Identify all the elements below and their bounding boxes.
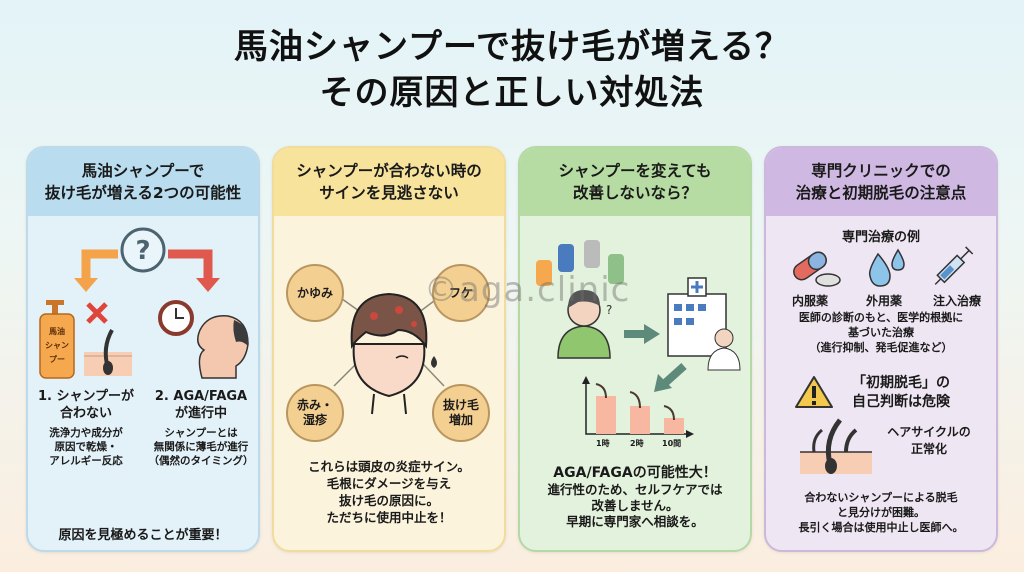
sign-dandruff: フケ (432, 264, 490, 322)
pill-icon (793, 251, 841, 287)
footer-line: 長引く場合は使用中止し医師へ。 (798, 521, 964, 534)
card-clinic-treatment: 専門クリニックでの治療と初期脱毛の注意点 専門治療の例 内服薬 外用薬 注入治療… (764, 146, 998, 552)
title-line-2: その原因と正しい対処法 (319, 73, 705, 113)
desc-line: 基づいた治療 (848, 326, 914, 339)
svg-text:?: ? (606, 303, 612, 317)
treatment-subheading: 専門治療の例 (841, 230, 920, 245)
heading-line-2: 改善しないなら？ (572, 184, 697, 202)
sign-itching: かゆみ (286, 264, 344, 322)
irritated-scalp-face-icon (323, 285, 455, 415)
doctor-icon (714, 328, 734, 348)
footer-line: 合わないシャンプーによる脱毛 (804, 491, 958, 504)
syringe-icon (934, 246, 974, 285)
possibility-1: 1. シャンプーが 合わない 洗浄力や成分が 原因で乾燥・ アレルギー反応 (30, 388, 142, 468)
heading-line-1: 専門クリニックでの (811, 162, 951, 180)
hair-cycle-line: 正常化 (910, 442, 947, 456)
hair-follicle-icon (800, 418, 872, 474)
card-no-improvement: シャンプーを変えても改善しないなら？ ? (518, 146, 752, 552)
possibility-1-title: 1. シャンプーが (37, 389, 135, 404)
page-title: 馬油シャンプーで抜け毛が増える？ その原因と正しい対処法 (0, 24, 1024, 116)
aga-note: AGA/FAGAの可能性大！ 進行性のため、セルフケアでは 改善しません。 早期… (520, 464, 750, 530)
warning-line: 自己判断は危険 (852, 394, 950, 410)
possibility-2-title-2: が進行中 (174, 406, 227, 421)
consult-clinic-illustration: ? (536, 240, 741, 371)
warning-icon (795, 376, 833, 408)
card-heading: シャンプーが合わない時のサインを見逃さない (274, 148, 504, 216)
possibility-1-title-2: 合わない (59, 406, 112, 421)
svg-text:シャン: シャン (45, 341, 69, 350)
inflammation-note: これらは頭皮の炎症サイン。 毛根にダメージを与え 抜け毛の原因に。 ただちに使用… (274, 458, 504, 526)
arrow-right-icon (644, 324, 660, 344)
svg-text:馬油: 馬油 (49, 326, 65, 336)
treatment-oral: 内服薬 (791, 294, 828, 308)
sign-hair-loss: 抜け毛 増加 (432, 384, 490, 442)
card-footer: 合わないシャンプーによる脱毛 と見分けが困難。 長引く場合は使用中止し医師へ。 (766, 490, 996, 535)
desc-line: 医師の診断のもと、医学的根拠に (798, 311, 964, 324)
note-line: ただちに使用中止を！ (326, 510, 452, 525)
possibility-1-desc: 洗浄力や成分が (49, 427, 123, 439)
note-line: 改善しません。 (591, 498, 679, 513)
treatment-topical: 外用薬 (865, 294, 902, 308)
question-icon (120, 227, 166, 273)
warning-line: 「初期脱毛」の (852, 375, 950, 391)
note-line: 早期に専門家へ相談を。 (566, 514, 704, 529)
hair-decline-chart-icon (582, 376, 694, 438)
chart-label: 2時 (630, 439, 644, 448)
treatment-injection: 注入治療 (932, 294, 981, 308)
hair-cycle-label: ヘアサイクルの 正常化 (874, 424, 984, 458)
card-heading: シャンプーを変えても改善しないなら？ (520, 148, 750, 216)
possibility-2-desc: 無関係に薄毛が進行 (153, 441, 249, 453)
heading-line-2: サインを見逃さない (319, 184, 459, 202)
card-heading: 馬油シャンプーで抜け毛が増える2つの可能性 (28, 148, 258, 216)
arrow-down-left-icon (654, 363, 687, 392)
card-heading: 専門クリニックでの治療と初期脱毛の注意点 (766, 148, 996, 216)
note-line: これらは頭皮の炎症サイン。 (308, 459, 470, 474)
chart-label: 10間 (662, 439, 682, 448)
chart-label: 1時 (596, 439, 610, 448)
note-line: 進行性のため、セルフケアでは (547, 482, 723, 497)
note-line: 抜け毛の原因に。 (338, 493, 439, 508)
sign-redness: 赤み・ 湿疹 (286, 384, 344, 442)
title-line-1: 馬油シャンプーで抜け毛が増える？ (234, 27, 790, 67)
possibility-2-desc: （偶然のタイミング） (148, 455, 254, 467)
heading-line-1: シャンプーが合わない時の (296, 162, 482, 180)
worried-person-icon (557, 325, 611, 359)
card-warning-signs: シャンプーが合わない時のサインを見逃さない かゆみ フケ 赤み・ 湿疹 抜け毛 … (272, 146, 506, 552)
heading-line-2: 治療と初期脱毛の注意点 (795, 184, 967, 202)
bottle-and-follicle-icon: 馬油 シャン プー (39, 300, 132, 379)
heading-line-1: 馬油シャンプーで (81, 162, 205, 180)
heading-line-1: シャンプーを変えても (558, 162, 712, 180)
footer-line: と見分けが困難。 (837, 506, 925, 519)
possibility-2-title: 2. AGA/FAGA (154, 389, 248, 404)
card-two-possibilities: 馬油シャンプーで抜け毛が増える2つの可能性 ? 馬油 シャン プー (26, 146, 260, 552)
heading-line-2: 抜け毛が増える2つの可能性 (44, 184, 242, 202)
note-line: 毛根にダメージを与え (326, 476, 452, 491)
svg-text:?: ? (135, 236, 150, 266)
branching-arrows-icon: ? (74, 227, 220, 292)
possibility-2: 2. AGA/FAGA が進行中 シャンプーとは 無関係に薄毛が進行 （偶然のタ… (142, 388, 258, 468)
note-line: AGA/FAGAの可能性大！ (553, 465, 717, 481)
drops-icon (868, 248, 905, 287)
initial-shedding-warning: 「初期脱毛」の 自己判断は危険 (836, 374, 966, 412)
possibility-1-desc: アレルギー反応 (49, 455, 123, 467)
possibility-1-desc: 原因で乾燥・ (54, 441, 118, 453)
possibility-2-desc: シャンプーとは (164, 427, 238, 439)
cross-icon (86, 302, 108, 324)
hair-cycle-line: ヘアサイクルの (887, 425, 971, 439)
desc-line: （進行抑制、発毛促進など） (809, 341, 953, 354)
card-footer: 原因を見極めることが重要！ (58, 528, 228, 543)
svg-text:プー: プー (49, 354, 65, 364)
clock-and-head-icon (158, 300, 249, 379)
shampoo-bottles-icon (536, 260, 552, 286)
treatment-description: 医師の診断のもと、医学的根拠に 基づいた治療 （進行抑制、発毛促進など） (766, 310, 996, 355)
